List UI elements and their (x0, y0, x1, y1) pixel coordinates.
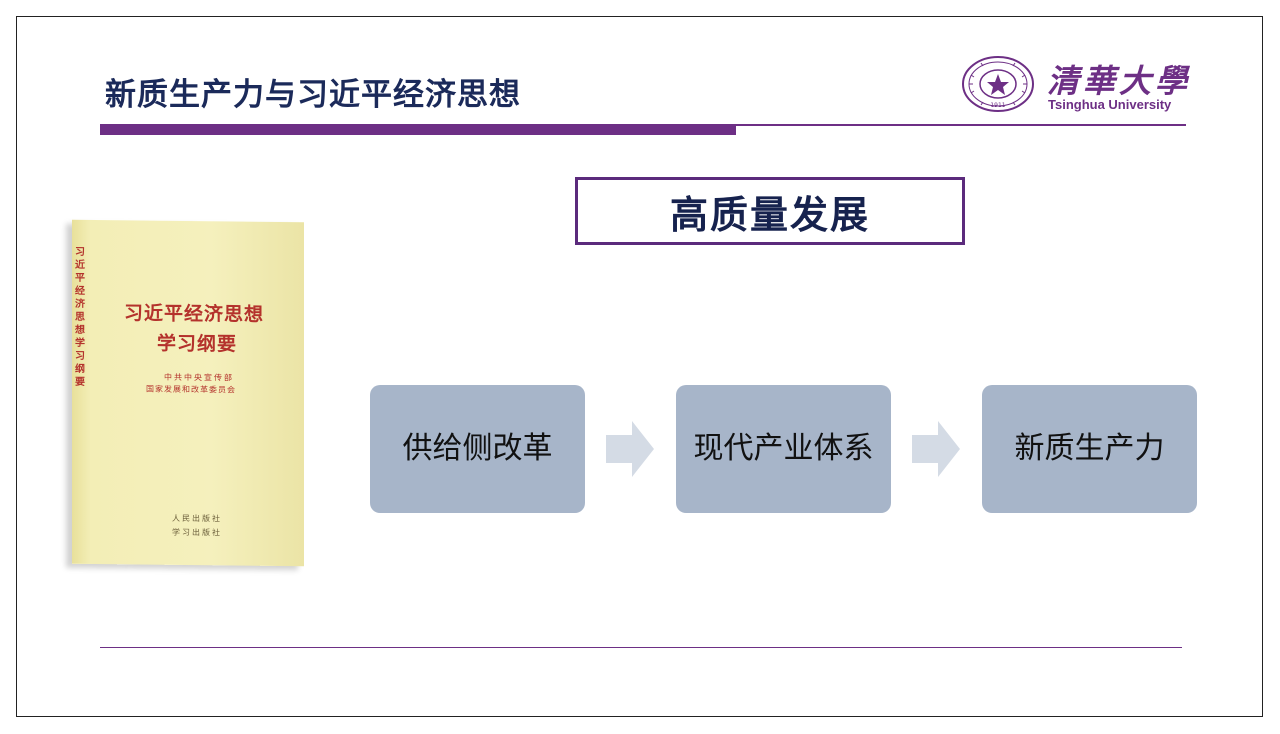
flow-label: 新质生产力 (1014, 431, 1165, 466)
book-title: 习近平经济思想 (124, 302, 265, 326)
flow-box-supply-side-reform: 供给侧改革 (370, 385, 585, 513)
logo-chinese-name: 清華大學 (1047, 62, 1192, 100)
university-seal-icon: 1911 (962, 56, 1034, 112)
flow-box-modern-industrial-system: 现代产业体系 (676, 385, 891, 513)
high-quality-development-box: 高质量发展 (575, 177, 965, 245)
tsinghua-logo: 1911 清華大學 Tsinghua University (961, 55, 1193, 119)
title-underline-thin (736, 124, 1186, 126)
title-underline-thick (100, 124, 736, 135)
book-spine-text: 习近平经济思想学习纲要 (75, 246, 85, 388)
flow-box-new-quality-productivity: 新质生产力 (982, 385, 1197, 513)
flow-label: 现代产业体系 (693, 431, 874, 466)
footer-divider (100, 647, 1182, 648)
high-quality-development-label: 高质量发展 (669, 192, 870, 237)
slide-title: 新质生产力与习近平经济思想 (105, 77, 521, 113)
flow-arrow-icon (912, 421, 960, 477)
book-subtitle: 学习纲要 (157, 332, 238, 356)
flow-label: 供给侧改革 (402, 431, 553, 466)
flow-arrow-icon (606, 421, 654, 477)
book-publisher-line2: 国家发展和改革委员会 (146, 384, 236, 395)
book-cover-image: 习近平经济思想学习纲要 习近平经济思想 学习纲要 中共中央宣传部 国家发展和改革… (72, 219, 304, 567)
book-press2: 学习出版社 (172, 527, 222, 538)
slide: 新质生产力与习近平经济思想 1911 清華大學 Tsinghua Univers… (16, 16, 1263, 717)
logo-english-name: Tsinghua University (1048, 97, 1172, 112)
svg-text:1911: 1911 (990, 102, 1005, 109)
book-press1: 人民出版社 (172, 513, 222, 524)
book-publisher-line1: 中共中央宣传部 (164, 372, 234, 383)
